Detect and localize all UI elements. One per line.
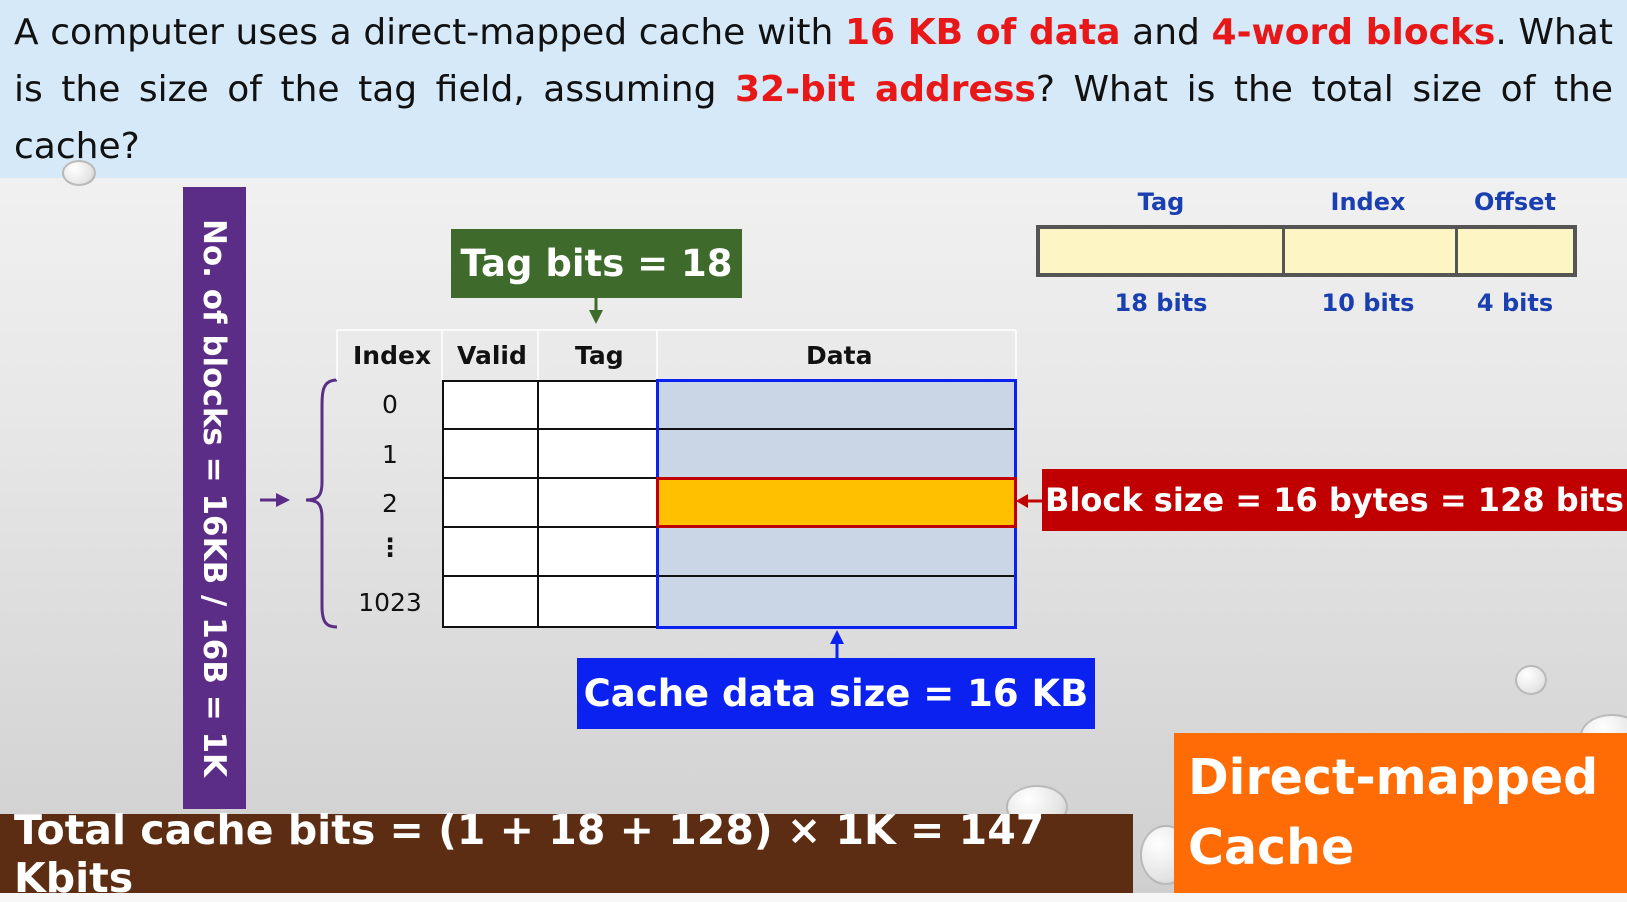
slide-title-line-1: Direct-mapped <box>1188 749 1599 806</box>
tag-cell <box>537 477 658 528</box>
valid-cell <box>442 526 539 577</box>
question-highlight-data-size: 16 KB of data <box>844 12 1121 53</box>
column-header-tag: Tag <box>575 341 624 370</box>
slide-title: Direct-mapped Cache <box>1174 733 1627 893</box>
data-row-divider <box>659 428 1014 430</box>
column-header-data: Data <box>806 341 873 370</box>
index-brace <box>305 378 338 629</box>
address-field-offset <box>1455 225 1577 277</box>
decorative-bubble <box>1515 665 1547 695</box>
question-part-3: . What is the size of the tag field, ass… <box>14 12 1613 110</box>
block-size-box: Block size = 16 bytes = 128 bits <box>1042 469 1627 531</box>
row-index-label: 1 <box>382 440 398 469</box>
address-field-name-index: Index <box>1330 188 1406 216</box>
tag-cell <box>537 575 658 628</box>
address-field-bits-index: 10 bits <box>1321 289 1415 317</box>
row-index-label: 0 <box>382 390 398 419</box>
row-index-label: 1023 <box>358 588 422 617</box>
block-count-bar <box>183 187 246 809</box>
question-part-1: A computer uses a direct-mapped cache wi… <box>14 12 845 53</box>
question-highlight-block-size: 4-word blocks <box>1211 12 1496 53</box>
address-field-tag <box>1036 225 1286 277</box>
valid-cell <box>442 477 539 528</box>
decorative-bubble <box>62 160 96 186</box>
question-highlight-address-size: 32-bit address <box>734 69 1036 110</box>
row-index-label: 2 <box>382 489 398 518</box>
column-header-index: Index <box>353 341 432 370</box>
tag-cell <box>537 526 658 577</box>
valid-cell <box>442 428 539 479</box>
highlighted-data-block <box>656 477 1017 528</box>
column-header-valid: Valid <box>457 341 527 370</box>
address-field-name-tag: Tag <box>1137 188 1185 216</box>
total-cache-bits-box: Total cache bits = (1 + 18 + 128) × 1K =… <box>0 806 1133 902</box>
address-field-bits-tag: 18 bits <box>1114 289 1208 317</box>
question-text: A computer uses a direct-mapped cache wi… <box>0 0 1627 178</box>
block-count-label: No. of blocks = 16KB / 16B = 1K <box>196 218 232 778</box>
address-field-bits-offset: 4 bits <box>1476 289 1554 317</box>
row-index-label: ⋮ <box>377 533 403 562</box>
cache-data-size-box: Cache data size = 16 KB <box>577 658 1095 729</box>
blocks-arrow-head <box>276 493 290 507</box>
tag-cell <box>537 428 658 479</box>
question-part-2: and <box>1120 12 1212 53</box>
slide-title-line-2: Cache <box>1188 819 1355 876</box>
block-size-arrow-head <box>1016 494 1028 508</box>
tag-bits-box: Tag bits = 18 <box>451 229 742 298</box>
valid-cell <box>442 380 539 430</box>
address-field-index <box>1282 225 1457 277</box>
address-field-name-offset: Offset <box>1474 188 1556 216</box>
tag-cell <box>537 380 658 430</box>
question-part-4: ? What is the total size of the cache? <box>14 69 1613 167</box>
data-row-divider <box>659 575 1014 577</box>
cache-data-arrow-head <box>830 630 844 644</box>
tag-arrow-head <box>589 310 603 324</box>
valid-cell <box>442 575 539 628</box>
